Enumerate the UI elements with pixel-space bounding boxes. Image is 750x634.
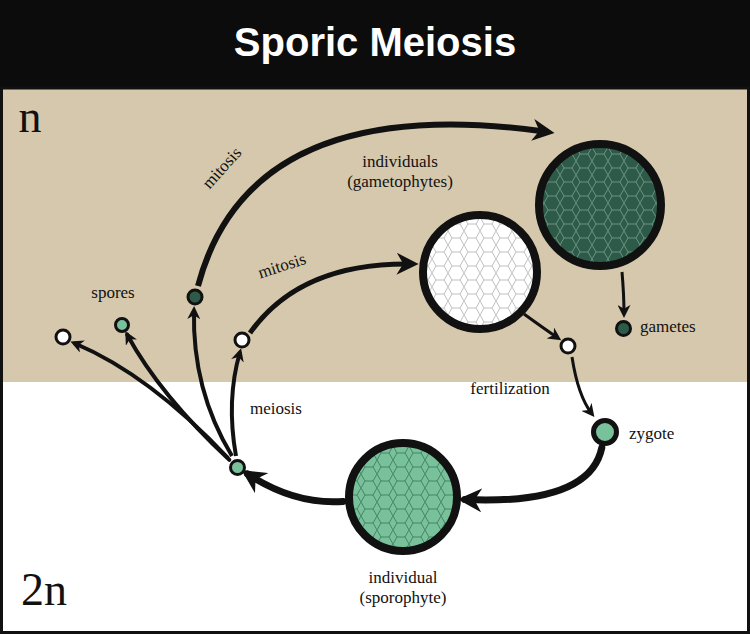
spore-dark xyxy=(188,290,202,304)
haploid-band xyxy=(0,88,750,382)
gamete-white xyxy=(561,339,575,353)
cell-outline xyxy=(615,320,632,337)
gamete-arrow xyxy=(622,272,624,314)
cell-label: gametes xyxy=(640,317,696,337)
cell-label: individual (sporophyte) xyxy=(347,568,459,607)
title-bar xyxy=(0,0,750,88)
gamete-cell: gametes xyxy=(615,320,632,337)
cell-outline xyxy=(114,317,130,333)
fertilization-arrow xyxy=(572,357,592,414)
gametophyte-dark xyxy=(539,144,661,266)
meiosis-arrow xyxy=(194,310,232,456)
mitosis-arrow xyxy=(198,125,548,286)
gametophyte-white xyxy=(423,215,537,329)
gamete-arrow xyxy=(524,314,558,338)
cell-outline xyxy=(345,439,461,555)
stage-label: individuals (gametophytes) xyxy=(338,152,463,191)
cycle-arrow xyxy=(248,474,344,502)
spore-white xyxy=(56,330,70,344)
process-label: fertilization xyxy=(470,379,549,399)
cell-label: meiosis xyxy=(250,399,302,419)
zygote-cell: zygote xyxy=(591,418,619,446)
sporophyte-circle: individual (sporophyte) xyxy=(345,439,461,555)
cycle-arrow xyxy=(127,335,229,460)
ploidy-label: 2n xyxy=(21,564,67,617)
cell-label: zygote xyxy=(629,424,674,444)
meiosis-cell: meiosis xyxy=(229,459,246,476)
ploidy-label: n xyxy=(19,91,42,144)
cell-outline xyxy=(591,418,619,446)
meiosis-arrow xyxy=(232,352,240,456)
frame xyxy=(2,88,749,633)
spore-cell: spores xyxy=(114,317,130,333)
spore-white xyxy=(235,333,249,347)
cycle-arrow xyxy=(465,448,602,500)
cell-outline xyxy=(229,459,246,476)
diploid-band xyxy=(0,382,750,634)
diagram-title: Sporic Meiosis xyxy=(234,19,516,65)
cell-label: spores xyxy=(91,283,134,303)
